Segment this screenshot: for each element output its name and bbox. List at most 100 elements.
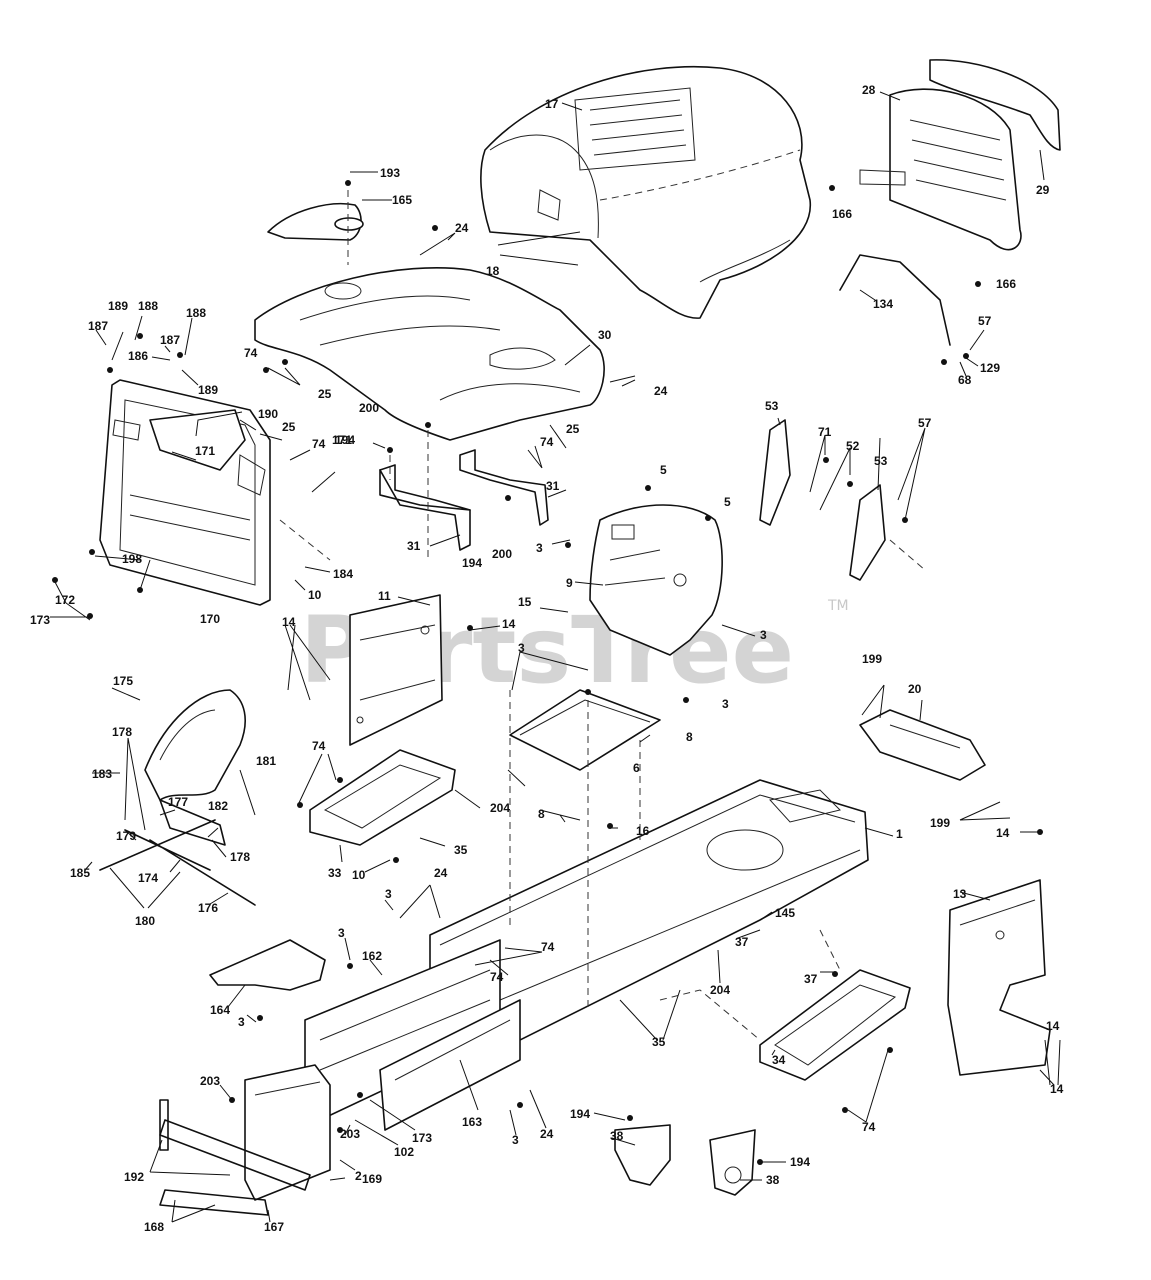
callout-71: 71 [818,425,832,439]
callout-53b: 53 [874,454,888,468]
callout-200b: 200 [492,547,512,561]
callout-74d: 74 [312,739,326,753]
callout-178a: 178 [112,725,132,739]
panel-part-11[interactable] [349,594,443,746]
callout-187b: 187 [160,333,180,347]
callout-194b: 194 [462,556,482,570]
callout-189a: 189 [108,299,128,313]
callout-145: 145 [775,906,795,920]
leader-lines [50,91,1061,1223]
callout-13: 13 [953,887,967,901]
callout-52: 52 [846,439,860,453]
axle-support-part[interactable] [244,1064,331,1201]
callout-199a: 199 [862,652,882,666]
callout-57b: 57 [918,416,932,430]
callout-31b: 31 [407,539,421,553]
hood-part[interactable] [480,65,811,319]
callout-193: 193 [380,166,400,180]
callout-24d: 24 [540,1127,554,1141]
callout-167: 167 [264,1220,284,1234]
callout-173b: 173 [412,1131,432,1145]
grille-part[interactable] [859,59,1061,251]
callout-31a: 31 [546,479,560,493]
bracket-part-20[interactable] [859,709,986,781]
bumper-bar-part[interactable] [159,1099,311,1216]
cover-part-175[interactable] [144,689,246,801]
cover-part-165[interactable] [267,202,364,241]
callout-53a: 53 [765,399,779,413]
callout-198: 198 [122,552,142,566]
callout-194a: 194 [335,433,355,447]
callout-175: 175 [113,674,133,688]
callout-173a: 173 [30,613,50,627]
bracket-part-38a[interactable] [614,1124,671,1186]
callout-170: 170 [200,612,220,626]
bracket-part-53b[interactable] [849,484,886,581]
footrest-part-33[interactable] [309,749,456,846]
callout-25b: 25 [282,420,296,434]
callout-163: 163 [462,1115,482,1129]
callout-35a: 35 [454,843,468,857]
callout-11: 11 [378,589,391,603]
callout-171a: 171 [332,433,352,447]
callout-176: 176 [198,901,218,915]
callout-102: 102 [394,1145,414,1159]
frame-rail-part-163[interactable] [379,999,521,1131]
callout-57a: 57 [978,314,992,328]
dash-panel-part[interactable] [254,267,605,441]
bracket-part-31a[interactable] [379,464,471,551]
callout-182: 182 [208,799,228,813]
callout-38a: 38 [610,1129,624,1143]
callout-171b: 171 [195,444,215,458]
callout-14b: 14 [282,615,296,629]
callout-174: 174 [138,871,158,885]
assembly-lines [279,190,926,1041]
callout-3e: 3 [385,887,392,901]
bracket-part-38b[interactable] [709,1129,756,1196]
callout-166a: 166 [832,207,852,221]
callout-200a: 200 [359,401,379,415]
callout-24c: 24 [434,866,448,880]
callout-37a: 37 [735,935,749,949]
callout-169: 169 [362,1172,382,1186]
battery-tray-part[interactable] [589,504,723,656]
callout-2: 2 [355,1169,362,1183]
callout-6: 6 [633,761,640,775]
callout-187a: 187 [88,319,108,333]
callout-35b: 35 [652,1035,666,1049]
watermark-trademark: TM [827,598,849,614]
callout-5a: 5 [660,463,667,477]
callout-194c: 194 [570,1107,590,1121]
callout-204a: 204 [490,801,510,815]
callout-30: 30 [598,328,612,342]
callout-164: 164 [210,1003,230,1017]
bracket-part-53a[interactable] [759,419,791,526]
callout-74a: 74 [244,346,258,360]
callout-20: 20 [908,682,922,696]
lever-assembly-part[interactable] [99,799,256,906]
rod-part-134[interactable] [839,254,951,346]
callout-15: 15 [518,595,532,609]
plate-part-6[interactable] [509,689,661,771]
callout-10a: 10 [308,588,322,602]
callout-168: 168 [144,1220,164,1234]
callout-10b: 10 [352,868,366,882]
front-panel-part[interactable] [99,379,271,606]
footrest-part-34[interactable] [759,969,911,1081]
callout-24a: 24 [455,221,469,235]
callout-28: 28 [862,83,876,97]
callout-166b: 166 [996,277,1016,291]
callout-74e: 74 [541,940,555,954]
lift-bracket-part-164[interactable] [209,939,326,991]
callout-204b: 204 [710,983,730,997]
side-panel-part-13[interactable] [947,879,1051,1076]
callout-3h: 3 [512,1133,519,1147]
callout-3a: 3 [536,541,543,555]
callout-9: 9 [566,576,573,590]
callout-18: 18 [486,264,500,278]
bracket-part-31b[interactable] [459,449,549,526]
callout-3b: 3 [760,628,767,642]
callout-190: 190 [258,407,278,421]
callout-33: 33 [328,866,342,880]
